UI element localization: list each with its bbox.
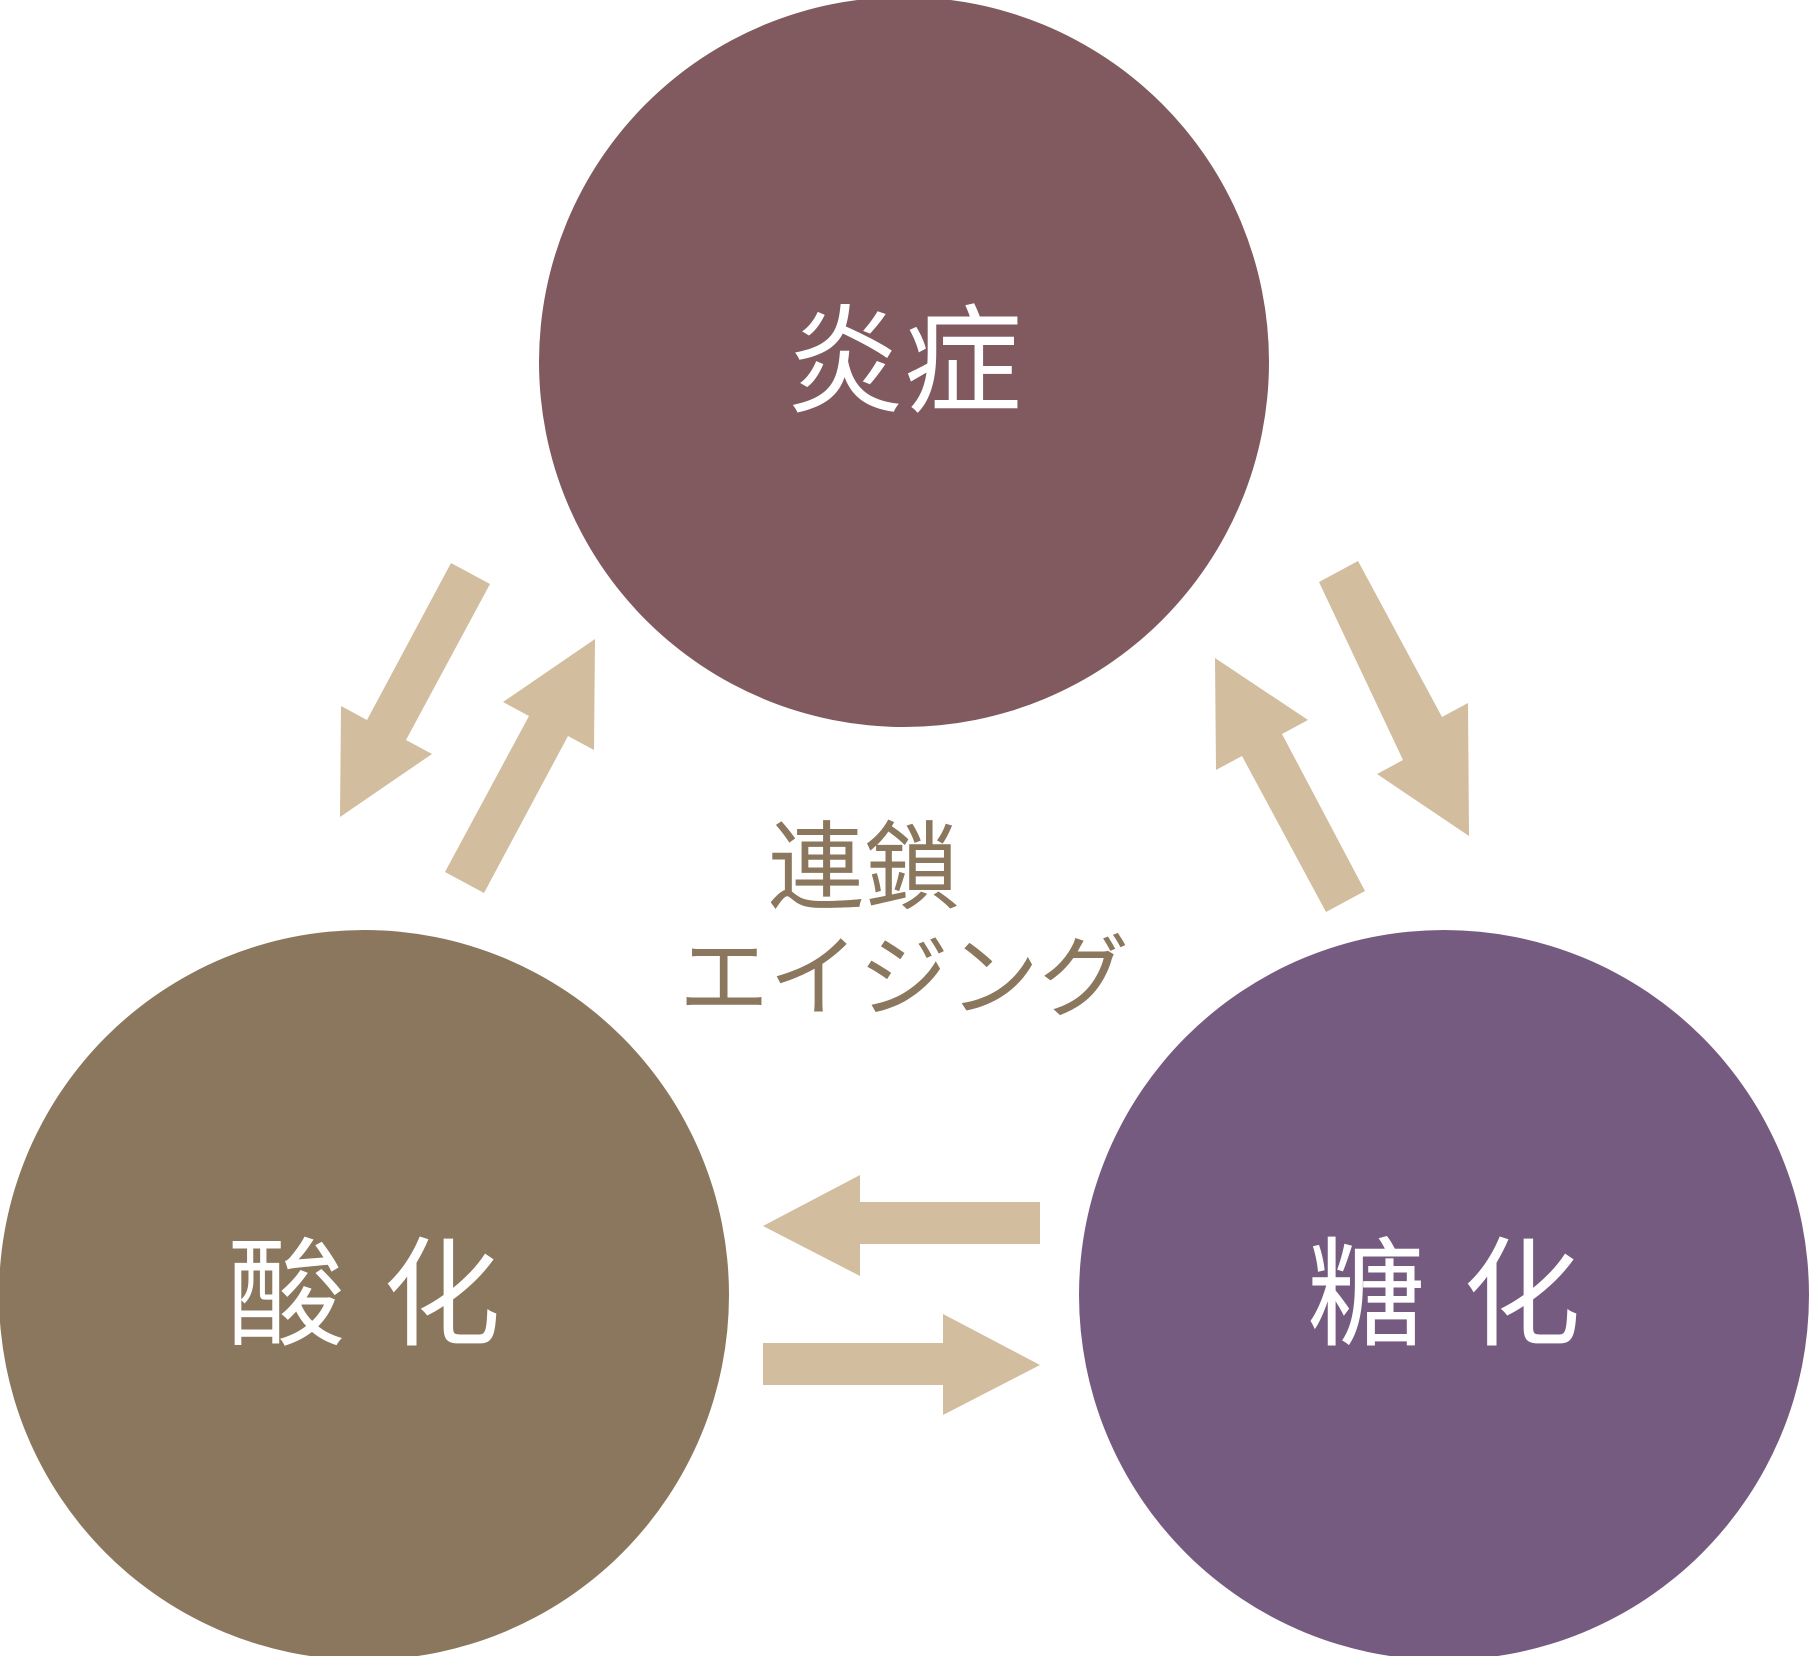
arrow-oxidation-to-inflammation	[445, 639, 595, 893]
center-label-aging: エイジング	[679, 926, 1129, 1031]
arrow-oxidation-to-glycation	[763, 1314, 1040, 1415]
node-glycation-circle	[1079, 930, 1809, 1656]
arrow-inflammation-to-oxidation	[340, 563, 490, 817]
node-glycation-label: 糖 化	[1307, 1226, 1581, 1364]
node-oxidation-label: 酸 化	[227, 1226, 501, 1364]
arrow-glycation-to-inflammation	[1215, 658, 1365, 912]
node-oxidation-circle	[0, 930, 729, 1656]
node-inflammation-label: 炎症	[786, 293, 1022, 431]
node-inflammation-circle	[539, 0, 1269, 727]
center-label-chain: 連鎖	[768, 812, 960, 924]
arrow-glycation-to-oxidation	[763, 1175, 1040, 1276]
arrow-inflammation-to-glycation	[1319, 561, 1469, 836]
